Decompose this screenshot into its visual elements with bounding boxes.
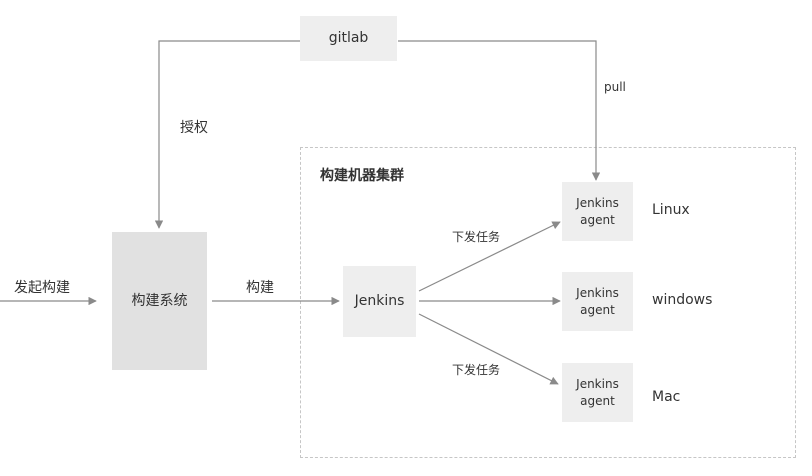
mac-agent-node: Jenkins agent xyxy=(562,363,633,422)
windows-agent-node: Jenkins agent xyxy=(562,272,633,331)
build-system-node: 构建系统 xyxy=(112,232,207,370)
authorize-label: 授权 xyxy=(180,120,208,136)
build-label: 构建 xyxy=(246,280,274,296)
build-cluster xyxy=(300,147,796,458)
trigger-build-label: 发起构建 xyxy=(14,280,70,296)
build-system-label: 构建系统 xyxy=(131,292,188,309)
mac-agent-label: Jenkins agent xyxy=(576,377,619,408)
dispatch-bottom-label: 下发任务 xyxy=(452,363,501,377)
jenkins-label: Jenkins xyxy=(354,293,405,310)
linux-agent-label: Jenkins agent xyxy=(576,196,619,227)
edge-gitlab-to-linux-agent xyxy=(398,40,601,181)
cluster-title: 构建机器集群 xyxy=(320,168,404,184)
platform-windows: windows xyxy=(652,292,713,308)
edge-gitlab-to-build-system xyxy=(154,40,300,229)
gitlab-label: gitlab xyxy=(328,30,369,47)
linux-agent-node: Jenkins agent xyxy=(562,182,633,241)
dispatch-top-label: 下发任务 xyxy=(452,230,501,244)
platform-mac: Mac xyxy=(652,389,681,405)
platform-linux: Linux xyxy=(652,202,690,218)
windows-agent-label: Jenkins agent xyxy=(576,286,619,317)
edge-jenkins-to-mac-agent xyxy=(418,313,559,385)
edge-jenkins-to-linux-agent xyxy=(418,221,561,292)
gitlab-node: gitlab xyxy=(300,16,397,61)
pull-label: pull xyxy=(604,80,626,94)
jenkins-node: Jenkins xyxy=(343,266,416,337)
